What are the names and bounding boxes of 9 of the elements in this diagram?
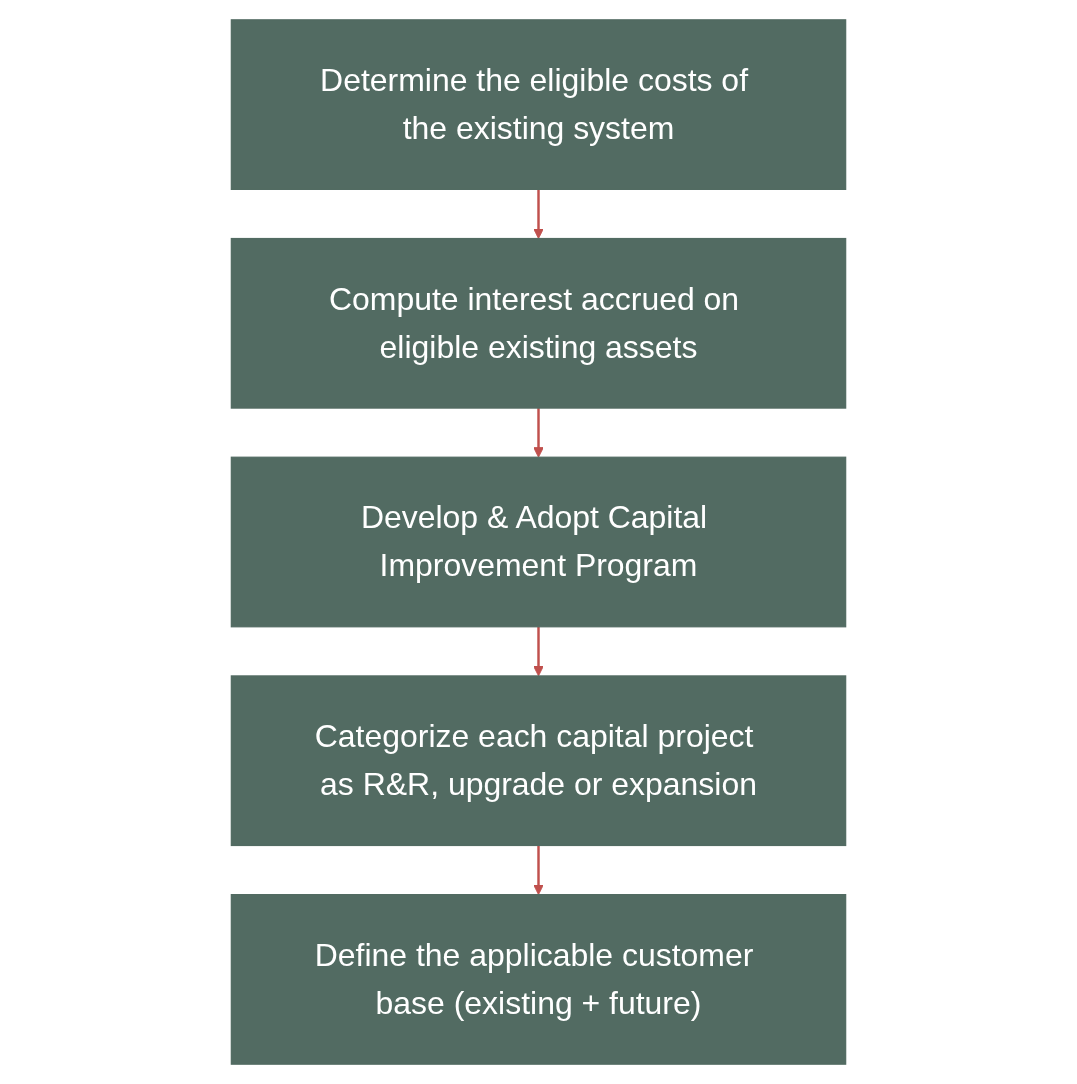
arrow (533, 189, 544, 239)
arrow (533, 626, 544, 677)
arrow (533, 845, 544, 896)
node-box: Compute interest accrued on eligible existing assets (230, 237, 847, 409)
node-box: Determine the eligible costs of the existing system (230, 19, 847, 190)
node-box: Define the applicable customer base (existing + future) (230, 894, 847, 1065)
node-box: Develop & Adopt Capital Improvement Program (230, 456, 847, 628)
arrow (533, 408, 544, 458)
node-box: Categorize each capital project as R&R, upgrade or expansion (230, 675, 847, 847)
